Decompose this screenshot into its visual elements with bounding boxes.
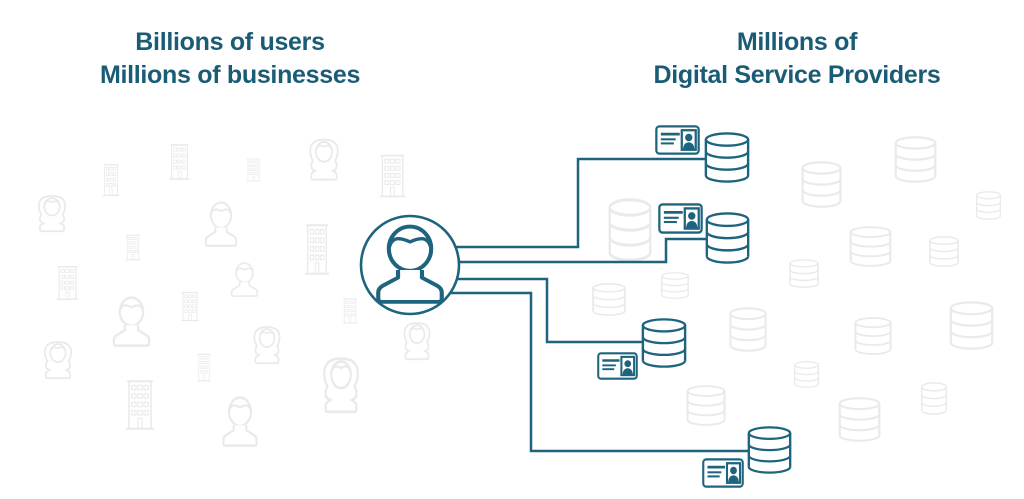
database-icon	[686, 385, 726, 426]
left-heading-line2: Millions of businesses	[99, 61, 361, 89]
database-icon	[592, 283, 626, 316]
database-icon	[793, 361, 820, 388]
building-icon	[304, 224, 330, 275]
database-icon	[949, 301, 994, 350]
connector-line	[438, 291, 750, 453]
person-female-icon	[309, 138, 339, 181]
building-icon	[124, 380, 156, 430]
id-card-icon	[702, 458, 744, 488]
person-female-icon	[37, 195, 67, 233]
building-icon	[378, 154, 407, 198]
background-icons	[37, 136, 1002, 447]
right-heading-line1: Millions of	[736, 28, 858, 56]
person-male-icon	[204, 201, 238, 247]
building-icon	[125, 234, 141, 261]
id-card-icon	[655, 125, 700, 155]
database-icon	[747, 426, 792, 474]
connector-line	[440, 277, 644, 344]
person-female-icon	[403, 322, 431, 361]
building-icon	[168, 144, 191, 180]
left-heading: Billions of users Millions of businesses	[90, 26, 370, 92]
database-icon	[705, 212, 750, 264]
right-heading-line2: Digital Service Providers	[653, 61, 941, 89]
database-icon	[608, 198, 652, 262]
person-female-icon	[43, 341, 73, 380]
service-providers	[597, 125, 792, 488]
connector-line	[440, 157, 707, 249]
database-icon	[929, 236, 959, 267]
building-icon	[56, 266, 79, 300]
database-icon	[641, 318, 687, 368]
building-icon	[245, 158, 262, 182]
right-heading: Millions of Digital Service Providers	[627, 26, 967, 92]
building-icon	[180, 291, 200, 322]
database-icon	[838, 397, 881, 442]
database-icon	[920, 382, 948, 415]
database-icon	[854, 317, 892, 355]
left-heading-line1: Billions of users	[135, 28, 325, 56]
database-icon	[801, 161, 842, 208]
person-male-icon	[230, 262, 259, 297]
building-icon	[196, 353, 212, 382]
person-female-icon	[322, 357, 360, 414]
person-male-icon	[222, 396, 258, 447]
person-male-icon	[112, 296, 151, 347]
id-card-icon	[658, 203, 703, 234]
person-female-icon	[253, 326, 281, 365]
database-icon	[849, 226, 892, 267]
connector-line	[440, 237, 708, 264]
database-icon	[894, 136, 937, 183]
building-icon	[102, 164, 120, 196]
database-icon	[975, 191, 1002, 220]
database-icon	[789, 259, 819, 288]
building-icon	[342, 298, 358, 324]
database-icon	[729, 307, 767, 352]
database-icon	[661, 272, 689, 299]
connectors	[438, 157, 750, 453]
id-card-icon	[597, 352, 638, 380]
database-icon	[704, 132, 750, 183]
